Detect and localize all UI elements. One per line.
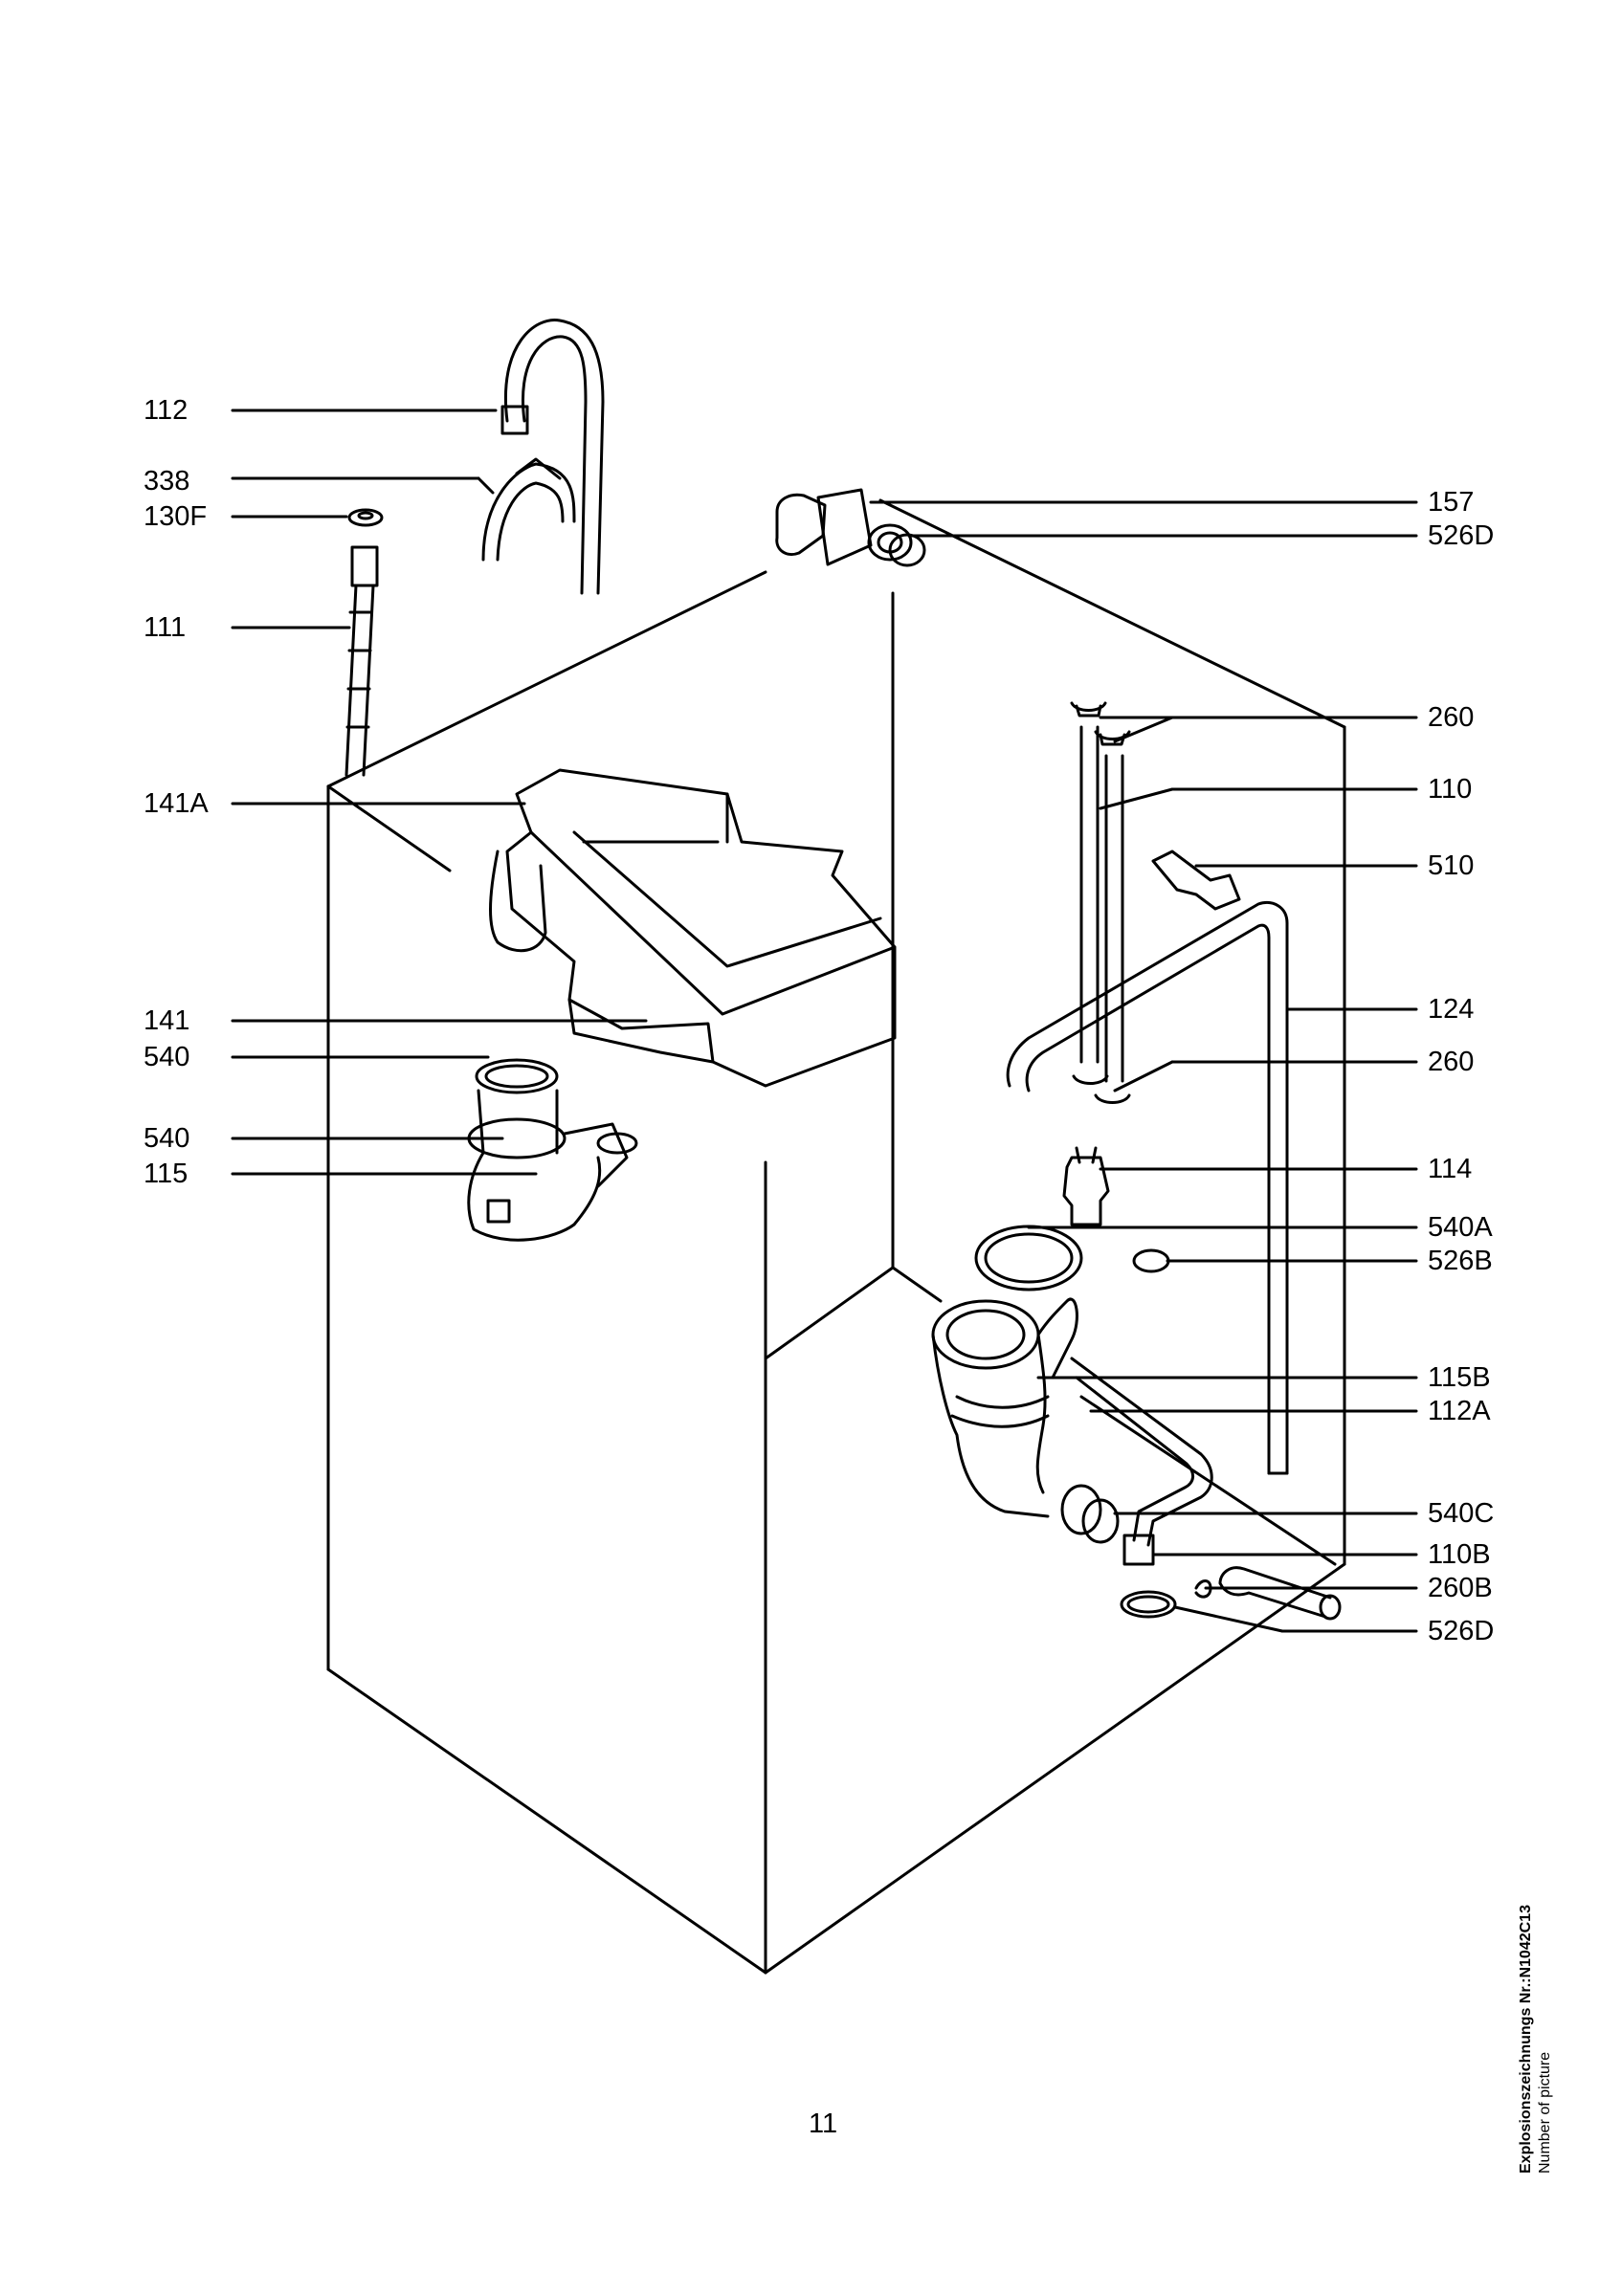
callout-110: 110 <box>1428 774 1473 805</box>
inlet-hose <box>344 545 379 777</box>
valve-114 <box>1062 1146 1110 1226</box>
callout-112: 112 <box>144 395 189 426</box>
drawing-reference-subtitle: Number of picture <box>1537 2051 1553 2174</box>
curved-drain-hose <box>500 318 605 595</box>
page-number: 11 <box>809 2108 838 2139</box>
callout-526b: 526B <box>1428 1246 1493 1276</box>
cabinet-outline <box>326 498 1346 1975</box>
callout-115: 115 <box>144 1159 189 1189</box>
sump-assembly <box>467 1058 638 1242</box>
callout-157: 157 <box>1428 487 1475 518</box>
callout-124: 124 <box>1428 994 1475 1025</box>
drawing-reference-number: Explosionszeichnungs Nr.:N1042C13 <box>1518 1905 1534 2174</box>
callout-115b: 115B <box>1428 1362 1491 1393</box>
callout-260-upper: 260 <box>1428 702 1475 733</box>
callout-141: 141 <box>144 1005 190 1036</box>
callout-260-lower: 260 <box>1428 1047 1475 1077</box>
ring-540a <box>974 1225 1083 1292</box>
short-hose-110b <box>1218 1566 1332 1619</box>
callout-540-upper: 540 <box>144 1042 190 1072</box>
callout-130f: 130F <box>144 501 208 532</box>
hose-set-110 <box>1070 701 1131 1104</box>
long-hose-124 <box>1006 901 1289 1475</box>
callout-114: 114 <box>1428 1154 1473 1184</box>
sump-hose-115b <box>931 1297 1120 1544</box>
callout-540c: 540C <box>1428 1498 1495 1529</box>
callout-510: 510 <box>1428 850 1475 881</box>
callout-260b: 260B <box>1428 1573 1493 1603</box>
callout-112a: 112A <box>1428 1396 1491 1426</box>
drawing-reference: Explosionszeichnungs Nr.:N1042C13 Number… <box>1517 1905 1555 2174</box>
callout-338: 338 <box>144 466 190 497</box>
callout-110b: 110B <box>1428 1539 1491 1570</box>
callout-540-lower: 540 <box>144 1123 190 1154</box>
callout-111: 111 <box>144 612 187 643</box>
mounting-bracket <box>1151 850 1241 911</box>
callout-526d-bottom: 526D <box>1428 1616 1495 1646</box>
callout-540a: 540A <box>1428 1212 1493 1243</box>
callout-141a: 141A <box>144 788 209 819</box>
hose-bracket <box>481 457 576 562</box>
detergent-dispenser <box>489 768 897 1088</box>
corrugated-hose-112a <box>1070 1357 1213 1566</box>
vent-elbow <box>775 488 926 567</box>
callout-526d-top: 526D <box>1428 520 1495 551</box>
